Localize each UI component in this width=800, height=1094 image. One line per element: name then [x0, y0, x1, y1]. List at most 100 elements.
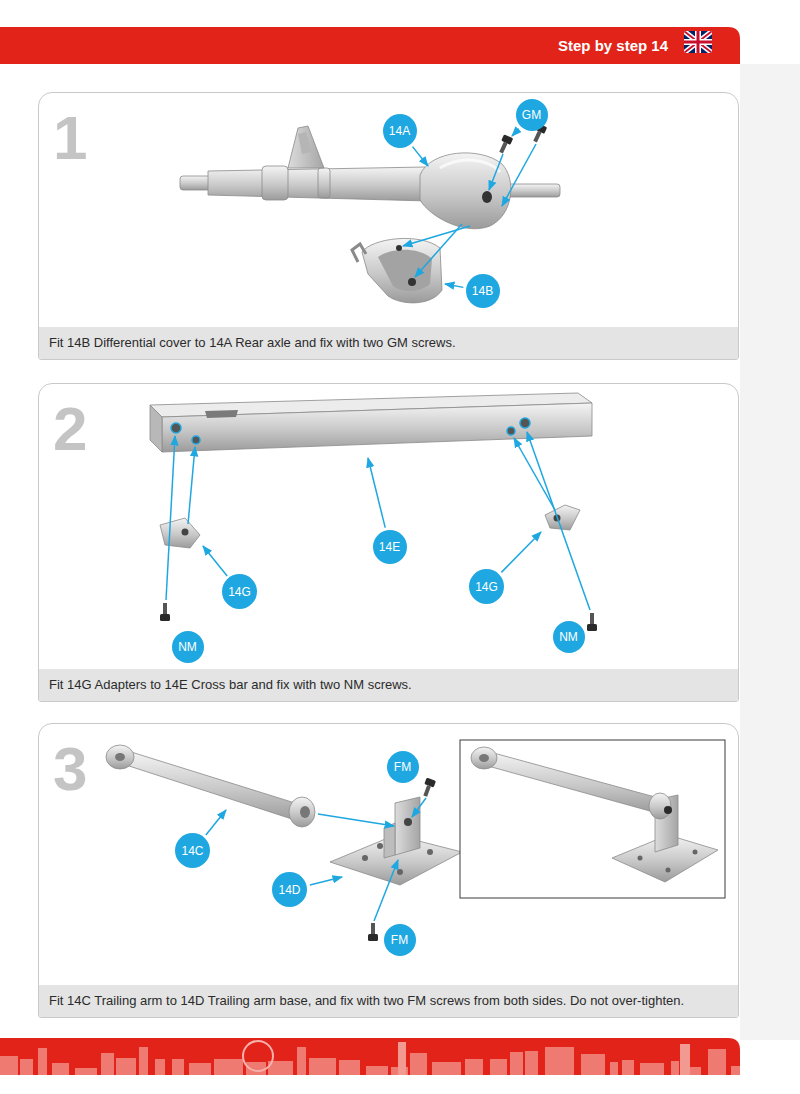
rear-axle [288, 126, 324, 168]
assembly-lines [403, 226, 470, 246]
assembly-lines [489, 154, 503, 190]
fm-screws [368, 778, 436, 941]
adapters [160, 505, 580, 548]
trailing-arm-base [362, 855, 368, 861]
trailing-arm-base [377, 843, 383, 849]
callout-bubble: 14G [222, 574, 257, 609]
cross-bar [171, 423, 181, 433]
leader-line [412, 147, 428, 166]
leader-line [310, 877, 342, 885]
building [510, 1052, 523, 1075]
uk-flag [684, 31, 712, 53]
assembly-lines [502, 144, 536, 206]
building [622, 1060, 634, 1075]
trailing-arm-base [404, 818, 412, 826]
differential-cover [352, 244, 366, 262]
header-band: Step by step 14 [0, 27, 680, 64]
uk-flag [684, 31, 712, 53]
rear-axle [262, 166, 288, 200]
assembly-lines [514, 438, 555, 510]
building [465, 1059, 483, 1075]
cross-bar [507, 427, 515, 435]
trailing-arm [106, 745, 134, 769]
building [189, 1063, 211, 1075]
building [139, 1047, 148, 1075]
callout-bubble: FM [384, 924, 416, 956]
callout-bubble: 14E [373, 530, 407, 564]
building [731, 1066, 749, 1075]
adapters [545, 505, 580, 530]
building [671, 1061, 679, 1075]
callout-number: FM [391, 934, 408, 946]
assembly-lines [188, 447, 195, 524]
assembly-lines [374, 860, 398, 921]
leader-line [206, 810, 226, 835]
adapters [160, 518, 200, 548]
inset-view [479, 754, 489, 762]
building [581, 1054, 605, 1075]
trailing-arm [126, 751, 298, 821]
building [38, 1048, 47, 1075]
inset-view [666, 868, 671, 873]
assembly-lines [166, 432, 590, 610]
trailing-arm [300, 806, 310, 818]
header-title: Step by step 14 [558, 37, 668, 54]
step-panel: 2Fit 14G Adapters to 14E Cross bar and f… [38, 383, 739, 702]
cross-bar [150, 405, 162, 452]
adapters [182, 529, 189, 536]
assembly-lines [527, 432, 590, 610]
step-caption: Fit 14C Trailing arm to 14D Trailing arm… [39, 985, 738, 1017]
cross-bar [205, 410, 238, 418]
callout-number: 14G [228, 586, 251, 598]
uk-flag [684, 31, 712, 53]
assembly-lines [318, 798, 426, 921]
inset-view [460, 740, 725, 898]
building [640, 1063, 664, 1075]
trailing-arm [106, 745, 315, 827]
cross-bar [162, 403, 592, 452]
cross-bar [520, 418, 530, 428]
callout-number: 14G [475, 581, 498, 593]
step-caption: Fit 14G Adapters to 14E Cross bar and fi… [39, 669, 738, 701]
nm-screws [160, 603, 597, 631]
building [339, 1060, 360, 1075]
building [75, 1068, 97, 1075]
rear-axle [180, 176, 212, 190]
building [101, 1053, 114, 1075]
leader-line [512, 129, 519, 136]
step-number: 3 [39, 724, 87, 800]
trailing-arm-base [427, 849, 433, 855]
header-bar [0, 27, 740, 64]
building [0, 1056, 18, 1075]
rear-axle [420, 153, 511, 229]
inset-view [460, 740, 725, 898]
callout-bubble: NM [553, 621, 585, 653]
ferris-wheel [243, 1041, 273, 1071]
building [309, 1058, 336, 1075]
rear-axle [208, 167, 428, 201]
rear-axle [298, 132, 312, 154]
assembly-lines [318, 814, 394, 826]
leader-line [203, 546, 227, 576]
building [525, 1051, 538, 1075]
cross-bar [150, 393, 592, 452]
callout-bubble: 14D [272, 872, 307, 907]
step-panel: 1Fit 14B Differential cover to 14A Rear … [38, 92, 739, 360]
step-panel: 3Fit 14C Trailing arm to 14D Trailing ar… [38, 723, 739, 1018]
building [545, 1047, 574, 1075]
callout-number: NM [559, 631, 578, 643]
rear-axle [440, 160, 500, 172]
inset-view [488, 752, 657, 813]
building [490, 1059, 507, 1075]
gm-screws [497, 134, 514, 155]
trailing-arm [115, 753, 125, 761]
differential-cover [396, 245, 402, 251]
building [708, 1049, 726, 1075]
uk-flag [684, 41, 712, 44]
inset-view [649, 793, 671, 819]
uk-flag [684, 31, 712, 53]
inset-view [693, 850, 698, 855]
trailing-arm-base [397, 869, 403, 875]
callout-bubble: 14C [175, 833, 210, 868]
